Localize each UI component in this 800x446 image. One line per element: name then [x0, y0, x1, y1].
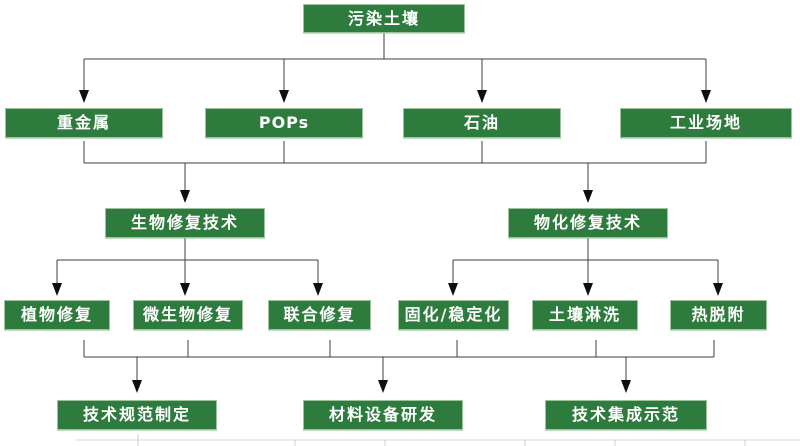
arrow-down-icon: [52, 283, 62, 296]
connectors-physchem-to-methods: [448, 238, 723, 296]
node-root: 污染土壤: [303, 4, 465, 33]
arrow-down-icon: [279, 90, 289, 103]
node-materials-equipment-rd: 材料设备研发: [303, 400, 463, 430]
arrow-down-icon: [180, 283, 190, 296]
node-industrial-sites: 工业场地: [620, 108, 792, 138]
arrow-down-icon: [132, 380, 142, 393]
node-physicochemical: 物化修复技术: [508, 208, 668, 238]
arrow-down-icon: [180, 190, 190, 203]
arrow-down-icon: [477, 90, 487, 103]
node-standards-development: 技术规范制定: [57, 400, 217, 430]
arrow-down-icon: [701, 90, 711, 103]
arrow-down-icon: [713, 283, 723, 296]
node-petroleum: 石油: [403, 108, 561, 138]
node-technology-integration-demo: 技术集成示范: [545, 400, 707, 430]
node-microbial-remediation: 微生物修复: [133, 300, 243, 330]
connectors-root-to-types: [79, 33, 711, 103]
node-bioremediation: 生物修复技术: [105, 208, 265, 238]
node-soil-washing: 土壤淋洗: [532, 300, 638, 330]
node-thermal-desorption: 热脱附: [670, 300, 767, 330]
arrow-down-icon: [79, 90, 89, 103]
arrow-down-icon: [583, 283, 593, 296]
node-phytoremediation: 植物修复: [4, 300, 110, 330]
node-heavy-metals: 重金属: [5, 108, 163, 138]
node-solidification-stabilization: 固化/稳定化: [398, 300, 509, 330]
connectors-bio-to-methods: [52, 238, 323, 296]
arrow-down-icon: [583, 190, 593, 203]
connectors-types-to-categories: [83, 141, 707, 203]
arrow-down-icon: [621, 380, 631, 393]
node-combined-remediation: 联合修复: [268, 300, 371, 330]
table-top-edge: [75, 434, 800, 446]
arrow-down-icon: [448, 283, 458, 296]
arrow-down-icon: [378, 380, 388, 393]
node-pops: POPs: [205, 108, 363, 138]
arrow-down-icon: [313, 283, 323, 296]
connectors-methods-to-outputs: [83, 340, 715, 393]
